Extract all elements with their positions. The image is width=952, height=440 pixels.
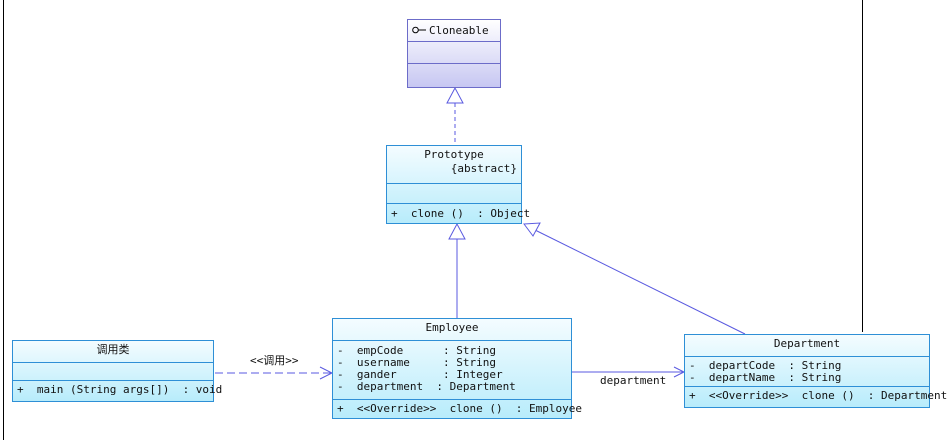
operation: + main (String args[]) : void [17, 383, 223, 396]
class-caller[interactable]: 调用类 + main (String args[]) : void [12, 340, 223, 402]
attribute: - department : Department [337, 380, 516, 393]
class-cloneable[interactable]: Cloneable [407, 19, 501, 88]
class-prototype[interactable]: Prototype {abstract} + clone () : Object [386, 145, 531, 224]
class-header: Employee [333, 319, 571, 341]
class-header: Department [685, 335, 929, 357]
dependency-label: <<调用>> [250, 354, 299, 367]
association-label: department [600, 374, 667, 387]
attribute: - empCode : String [337, 344, 496, 357]
operation: + clone () : Object [391, 207, 531, 220]
operations-section: + clone () : Object [387, 204, 531, 221]
generalization-arrowhead-department [523, 222, 541, 237]
class-name: Cloneable [429, 24, 489, 37]
class-name: Employee [425, 321, 479, 334]
operations-section: + main (String args[]) : void [13, 381, 223, 397]
class-department[interactable]: Department - departCode : String - depar… [684, 334, 948, 408]
realization-arrowhead [446, 86, 464, 104]
attribute: - departName : String [689, 371, 842, 384]
operations-section: + <<Override>> clone () : Department [685, 387, 948, 403]
class-stereotype: {abstract} [450, 162, 517, 175]
generalization-arrowhead-employee [448, 222, 466, 240]
attributes-section: - departCode : String - departName : Str… [685, 357, 929, 387]
frame-left-border [3, 0, 4, 440]
attributes-section [13, 363, 213, 381]
class-employee[interactable]: Employee - empCode : String - username :… [332, 318, 583, 419]
class-name: Prototype [424, 148, 484, 161]
frame-right-border [862, 0, 863, 332]
class-header: Cloneable [408, 20, 500, 42]
operations-section: + <<Override>> clone () : Employee [333, 400, 583, 416]
operation: + <<Override>> clone () : Employee [337, 402, 583, 415]
attributes-section [387, 184, 521, 204]
attribute: - username : String [337, 356, 496, 369]
interface-lollipop-icon [412, 24, 426, 38]
attribute: - departCode : String [689, 359, 842, 372]
class-header: 调用类 [13, 341, 213, 363]
attributes-section: - empCode : String - username : String -… [333, 341, 571, 400]
operations-section [408, 64, 500, 87]
operation: + <<Override>> clone () : Department [689, 389, 948, 402]
attribute: - gander : Integer [337, 368, 503, 381]
class-header: Prototype {abstract} [387, 146, 521, 184]
attributes-section [408, 42, 500, 64]
generalization-line-department [534, 229, 746, 335]
class-name: Department [773, 337, 841, 350]
class-name: 调用类 [96, 343, 130, 356]
